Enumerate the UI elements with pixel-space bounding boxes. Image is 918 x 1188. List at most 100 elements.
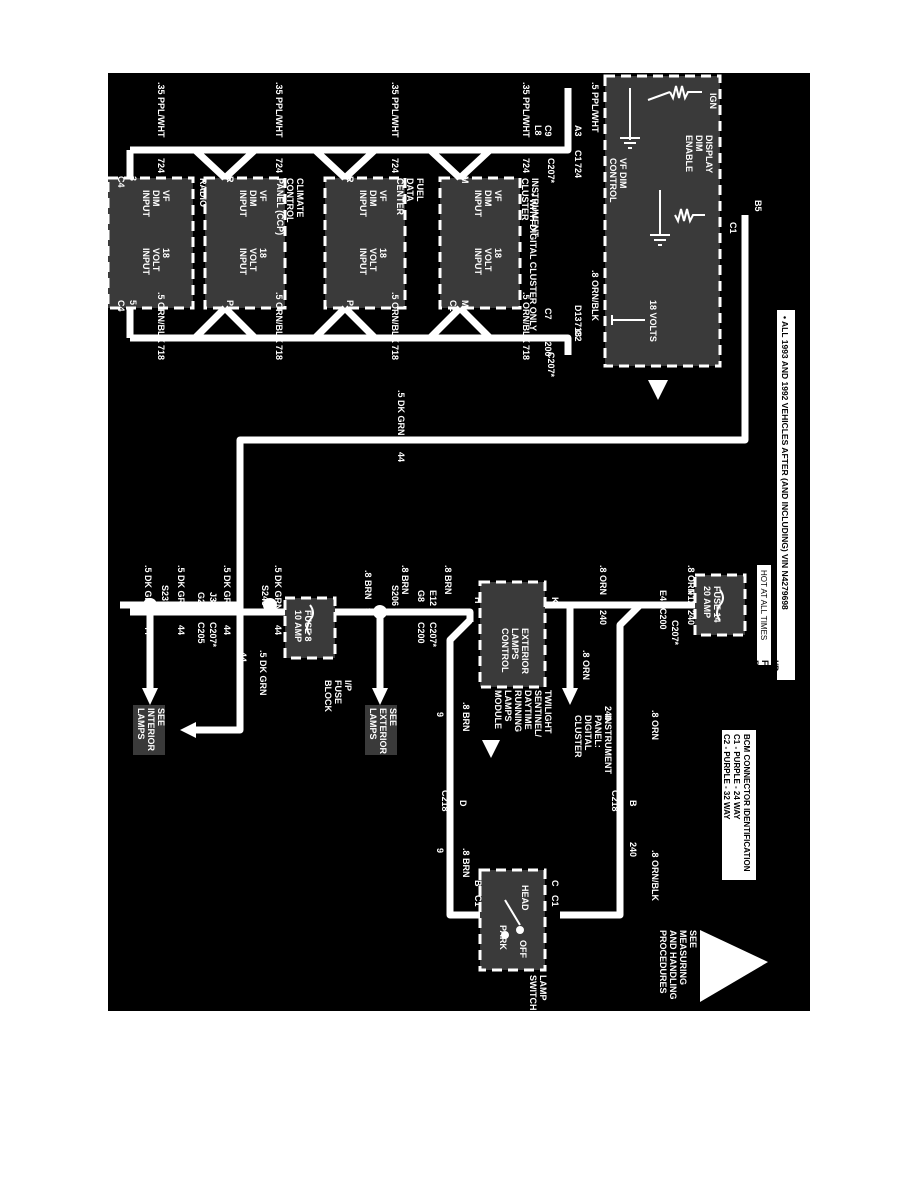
- module-1-pin-right: P: [345, 300, 355, 306]
- wire-brn-to-c218: [446, 617, 495, 919]
- module-0-volt-1: VOLT: [483, 248, 493, 272]
- interior-arrow: [142, 688, 158, 705]
- orn-label-c: .8 ORN: [581, 650, 591, 680]
- module-3-input-0: VF: [161, 190, 171, 202]
- hot-box: [757, 565, 771, 665]
- ext-lamps-title-1: TWILIGHT: [543, 690, 553, 734]
- module-2-name-2: PANEL (CCP): [275, 178, 285, 235]
- c218-conn-a: C218: [610, 790, 620, 812]
- module-1-input-0: VF: [378, 190, 388, 202]
- circuit-724-d: 724: [156, 158, 166, 173]
- module-1-name-1: DATA: [405, 178, 415, 202]
- circuit-718-d: 718: [156, 345, 166, 360]
- wire-label-top-2: .35 PPL/WHT: [390, 82, 400, 138]
- fuse8-block-1: I/P: [343, 680, 353, 691]
- bcm-connector-id-c1: C1 - PURPLE - 24 WAY: [732, 734, 741, 820]
- module-taps: [126, 147, 493, 341]
- dk-grn-label-c: .5 DK GRN: [176, 565, 186, 611]
- ip-digital-2: PANEL:: [593, 715, 603, 748]
- module-3-volt-1: VOLT: [151, 248, 161, 272]
- dk-grn-c205: C205: [196, 622, 206, 644]
- ext-lamps-title-2: SENTINEL/: [533, 690, 543, 738]
- module-0-pin-left: M: [460, 176, 470, 184]
- vin-note: • ALL 1993 AND 1992 VEHICLES AFTER (AND …: [780, 316, 790, 610]
- module-2-volt-0: 18: [258, 248, 268, 258]
- hot-at-all-times: HOT AT ALL TIMES: [759, 570, 768, 640]
- module-radio-box: [106, 176, 195, 310]
- module-2-name-0: CLIMATE: [295, 178, 305, 217]
- module-1-volt-1: VOLT: [368, 248, 378, 272]
- module-1-pin-left: R: [345, 176, 355, 183]
- circuit-724-top: 724: [573, 163, 583, 178]
- module-3-volt-2: INPUT: [141, 248, 151, 276]
- dk-grn-label-a: .5 DK GRN: [273, 565, 283, 611]
- brn-label-e: .8 BRN: [461, 848, 471, 878]
- orn-label-d: .8 ORN: [650, 710, 660, 740]
- fuse8-line-1: FUSE 8: [303, 610, 313, 642]
- module-0-input-0: VF: [493, 190, 503, 202]
- module-climate-control-box: [203, 176, 287, 310]
- connector-c7: C7: [543, 308, 553, 320]
- ext-lamps-title-3: DAYTIME: [523, 690, 533, 730]
- note-box: [777, 310, 795, 680]
- lamp-switch-conn-b: C1: [473, 895, 483, 907]
- wire-label-top-1: .35 PPL/WHT: [521, 82, 531, 138]
- fuse14-block-1: I/P: [770, 660, 780, 671]
- esd-line-2: MEASURING: [678, 930, 688, 985]
- wire-dk-grn-run: [195, 215, 749, 734]
- dk-grn-44-d: 44: [143, 625, 153, 635]
- module-2-input-1: DIM: [248, 190, 258, 207]
- module-2-pin-right: P: [225, 300, 235, 306]
- orn-label-a: .8 ORN: [686, 565, 696, 595]
- brn-label-a: .8 BRN: [443, 565, 453, 595]
- connector-c207b: C207*: [546, 352, 556, 378]
- ext-lamps-line-2: LAMPS: [510, 628, 520, 660]
- esd-line-1: SEE: [688, 930, 698, 948]
- circuit-44-top: 44: [396, 452, 406, 462]
- ext-lamps-title-4: RUNNING: [513, 690, 523, 732]
- dk-grn-s243: S243: [260, 585, 270, 606]
- bcm-esd-icon: [648, 380, 668, 400]
- lamp-switch-pin-c: C: [550, 880, 560, 887]
- circuit-718-b: 718: [390, 345, 400, 360]
- wire-brn-bus: [130, 608, 474, 622]
- module-3-conn-left: C4: [116, 176, 126, 188]
- dk-grn-label-e: .5 DK GRN: [258, 650, 268, 696]
- wire-label-top-4: .35 PPL/WHT: [156, 82, 166, 138]
- module-0-volt-0: 18: [493, 248, 503, 258]
- module-3-pin-left: 3: [128, 176, 138, 181]
- circuit-724-c: 724: [274, 158, 284, 173]
- module-instrument-cluster-box: [438, 176, 522, 310]
- fuse8-line-2: 10 AMP: [293, 610, 303, 642]
- lamp-switch-box: [478, 868, 547, 972]
- cluster-arrow: [562, 688, 578, 705]
- fuse8-block-2: FUSE: [333, 680, 343, 704]
- see-exterior-1: SEE: [388, 708, 398, 726]
- module-0-pin-right: M: [460, 300, 470, 308]
- ext-lamps-esd-icon: [482, 740, 500, 758]
- orn-blk-label: .8 ORN/BLK: [650, 850, 660, 902]
- fuse8-block-3: BLOCK: [323, 680, 333, 712]
- lamp-switch-pin-b: B: [473, 880, 483, 887]
- bcm-title-2: COMPUTER: [702, 372, 712, 424]
- wire-label-bottom-2: .5 ORN/BLK: [390, 292, 400, 344]
- module-2-input-2: INPUT: [238, 190, 248, 218]
- connector-c9: C9: [543, 125, 553, 137]
- bcm-conn-c1: C1: [573, 150, 583, 162]
- bcm-conn-c1b: C1: [728, 222, 738, 234]
- connector-l8: L8: [533, 125, 543, 136]
- bcm-pin-b5: B5: [753, 200, 763, 212]
- esd-line-3: AND HANDLING: [668, 930, 678, 1000]
- ext-lamps-line-3: CONTROL: [500, 628, 510, 673]
- fuse8-element: [306, 604, 314, 636]
- bcm-connector-id-box: [722, 730, 756, 880]
- module-3-input-1: DIM: [151, 190, 161, 207]
- circuit-718-c: 718: [274, 345, 284, 360]
- module-0-name-1: CLUSTER: [520, 178, 530, 221]
- wire-label-top-0: .5 PPL/WHT: [590, 82, 600, 133]
- module-0-conn: C2: [448, 300, 458, 312]
- module-3-volt-0: 18: [161, 248, 171, 258]
- see-interior-1: SEE: [156, 708, 166, 726]
- ip-digital-3: DIGITAL: [583, 715, 593, 751]
